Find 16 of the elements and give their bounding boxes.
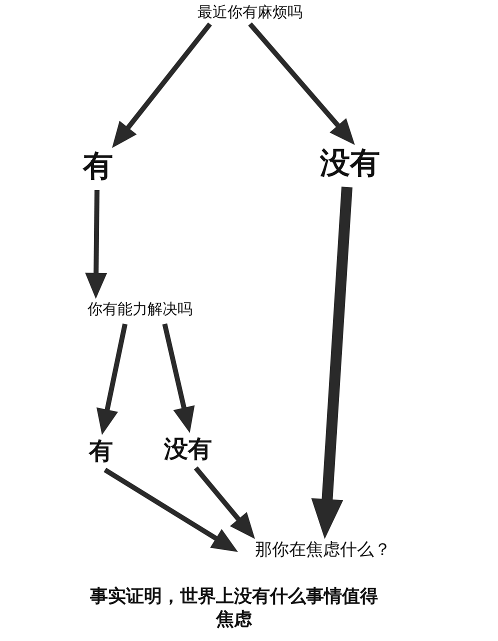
question-text: 你有能力解决吗	[75, 300, 205, 322]
arrow	[96, 323, 128, 436]
note-text: 事实证明，世界上没有什么事情值得焦虑	[89, 586, 379, 631]
answer-text: 有	[78, 148, 118, 188]
answer-text: 没有	[315, 145, 385, 185]
question-text: 最近你有麻烦吗	[170, 3, 330, 23]
arrow	[248, 22, 355, 145]
arrow	[104, 468, 238, 552]
arrow	[85, 190, 108, 299]
arrow	[112, 22, 212, 148]
conclusion-text: 那你在焦虑什么？	[238, 540, 408, 564]
arrow	[162, 323, 195, 434]
arrow	[311, 186, 352, 540]
answer-text: 有	[85, 436, 117, 468]
answer-text: 没有	[158, 434, 218, 466]
arrow	[194, 466, 255, 540]
